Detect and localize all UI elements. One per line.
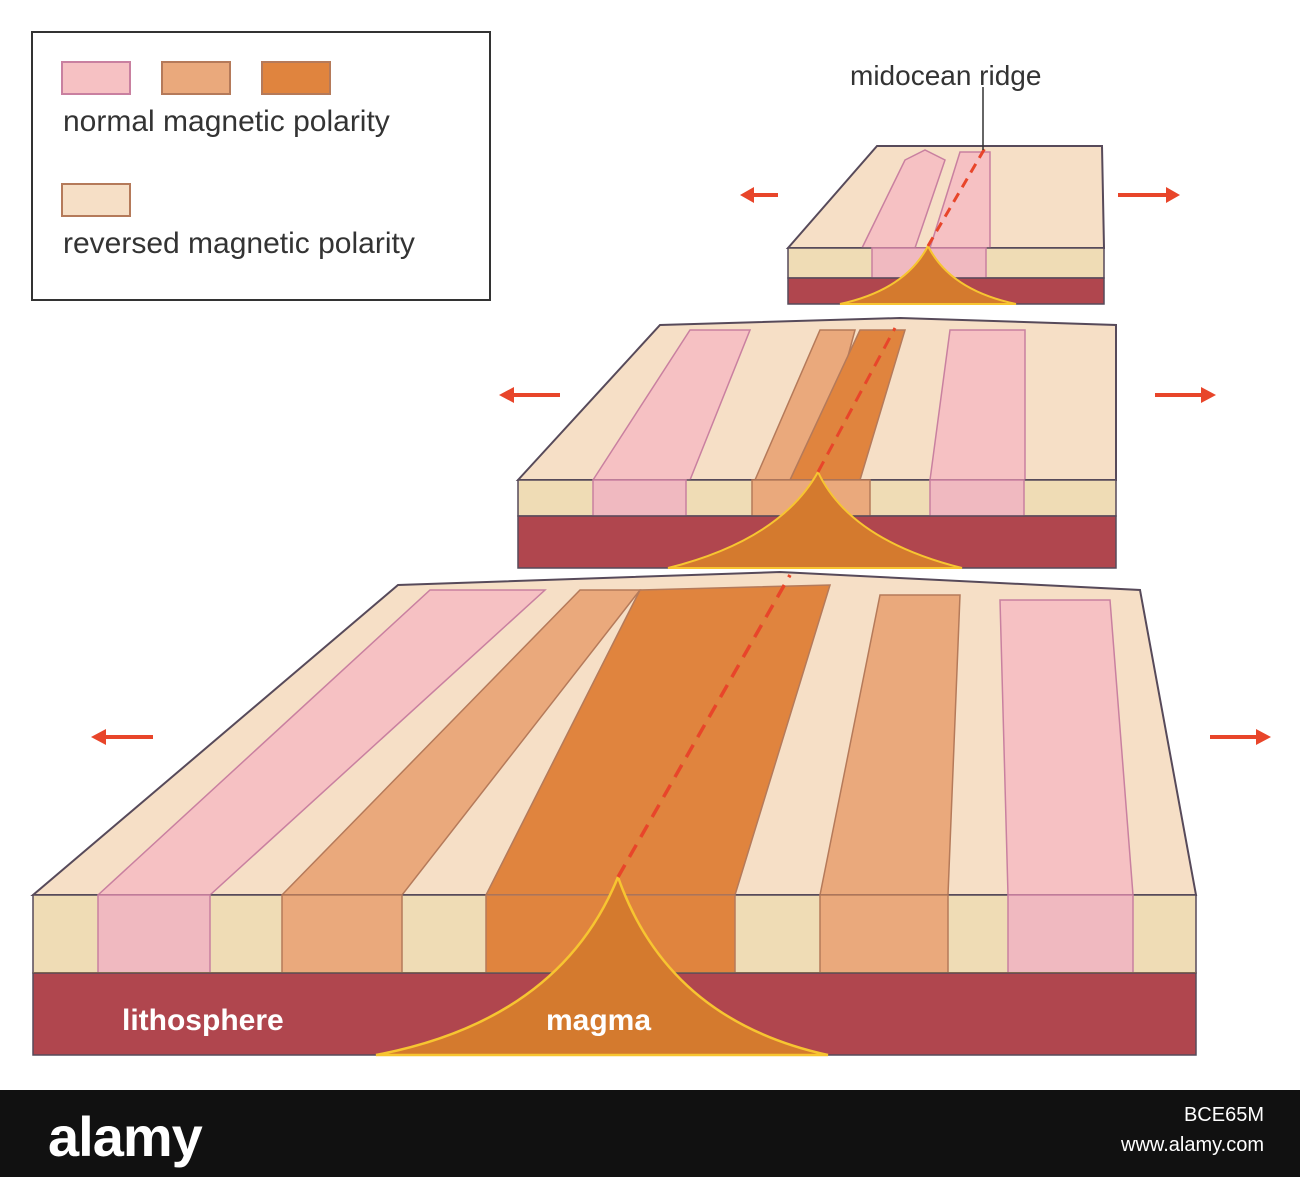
legend-label-reversed: reversed magnetic polarity — [63, 227, 415, 260]
block-large-face-tan-left — [281, 894, 403, 974]
diagram-svg — [30, 87, 1271, 1057]
block-large-face-tan-right — [819, 894, 949, 974]
block-large-stripe-pink-right — [999, 599, 1134, 896]
diagram-scene: normal magnetic polarity reversed magnet… — [30, 31, 1271, 1057]
arrow-large-right — [1210, 729, 1271, 745]
ridge-block-medium — [499, 316, 1216, 569]
legend: normal magnetic polarity reversed magnet… — [31, 31, 491, 301]
footer-image-info: BCE65M www.alamy.com — [1121, 1100, 1264, 1160]
arrow-large-left — [91, 729, 153, 745]
footer-url: www.alamy.com — [1121, 1134, 1264, 1156]
block-medium-ridge-line — [816, 327, 897, 473]
block-medium-face-pink-left — [592, 479, 687, 517]
arrow-medium-left — [499, 387, 560, 403]
ridge-block-large — [30, 570, 1271, 1057]
block-small-ridge-line — [926, 147, 987, 247]
image-id: BCE65M — [1183, 1104, 1264, 1126]
block-large-ridge-line — [616, 574, 792, 878]
arrow-small-right — [1118, 187, 1180, 203]
block-large-face-pink-left — [97, 894, 211, 974]
midocean-ridge-label: midocean ridge — [850, 60, 1042, 91]
block-large-face-pink-right — [1007, 894, 1134, 974]
block-small-magma — [839, 243, 1017, 305]
block-medium-magma — [667, 469, 963, 569]
magma-label: magma — [546, 1004, 652, 1037]
legend-swatch-normal-1 — [61, 61, 131, 95]
arrow-medium-right — [1155, 387, 1216, 403]
ridge-block-small — [740, 87, 1180, 305]
alamy-logo: alamy — [48, 1105, 203, 1168]
legend-swatch-normal-3 — [261, 61, 331, 95]
lithosphere-label: lithosphere — [122, 1004, 284, 1037]
legend-swatch-reversed — [61, 183, 131, 217]
legend-swatch-normal-2 — [161, 61, 231, 95]
arrow-small-left — [740, 187, 778, 203]
block-medium-face-pink-right — [929, 479, 1025, 517]
footer-bar: alamy BCE65M www.alamy.com — [0, 1090, 1300, 1177]
legend-label-normal: normal magnetic polarity — [63, 105, 390, 138]
